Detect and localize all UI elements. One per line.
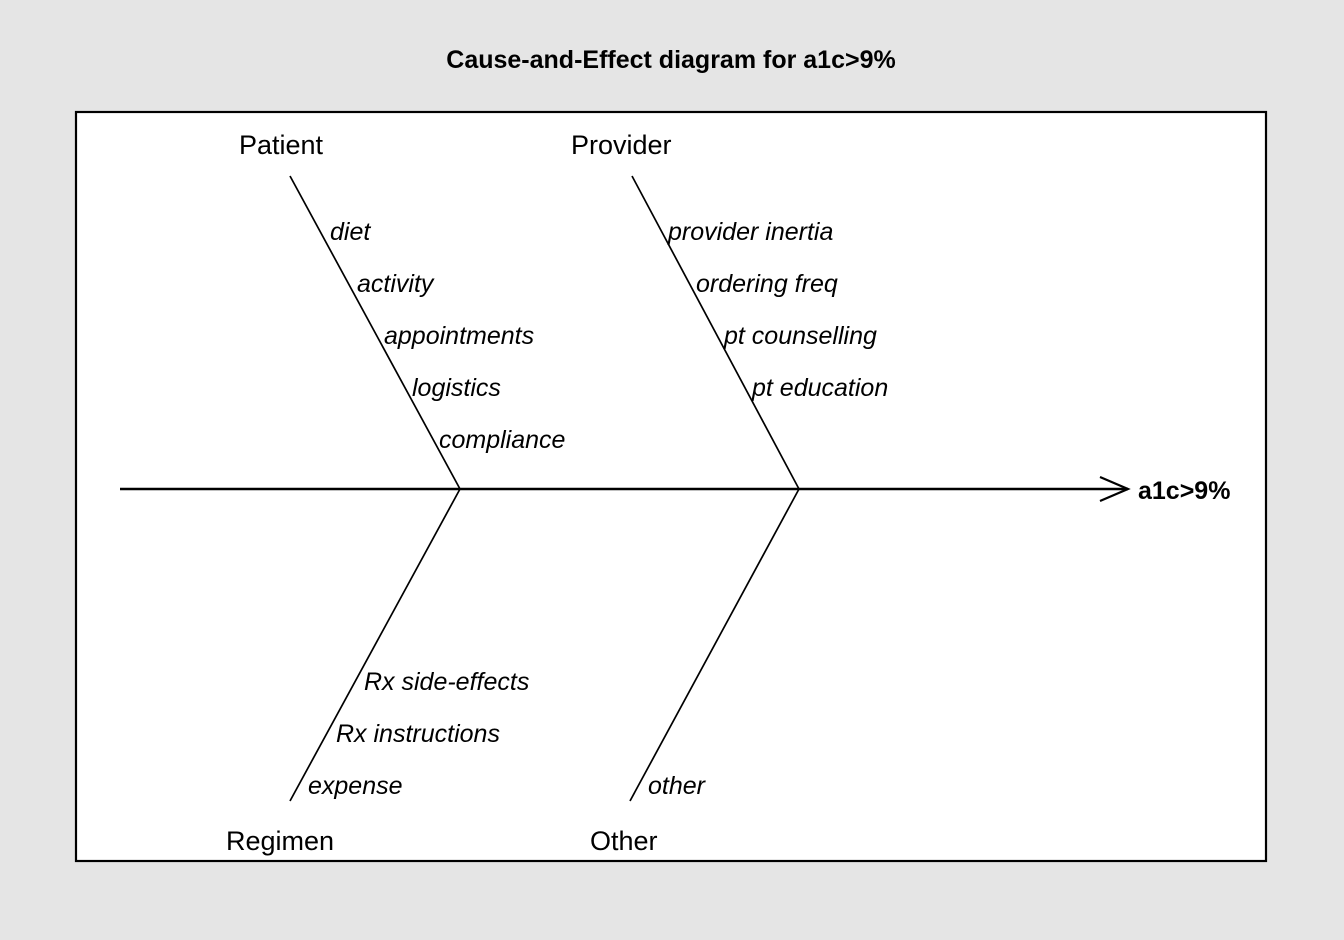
cause-label: other: [648, 772, 707, 800]
category-label-other: Other: [590, 826, 658, 856]
category-label-regimen: Regimen: [226, 826, 334, 856]
effect-label: a1c>9%: [1138, 477, 1230, 505]
cause-label: expense: [308, 772, 403, 800]
category-label-provider: Provider: [571, 130, 672, 160]
cause-label: ordering freq: [696, 270, 838, 298]
category-label-patient: Patient: [239, 130, 324, 160]
cause-label: logistics: [412, 374, 501, 402]
rib-provider: [631, 175, 800, 490]
cause-label: provider inertia: [667, 218, 833, 246]
cause-label: Rx instructions: [336, 720, 500, 748]
spine-arrow-icon: [1099, 475, 1131, 503]
plot-border: [74, 110, 1268, 863]
cause-labels-regimen: Rx side-effects Rx instructions expense: [308, 668, 529, 800]
rib-patient: [289, 175, 461, 490]
cause-label: Rx side-effects: [364, 668, 529, 696]
cause-label: pt counselling: [723, 322, 877, 350]
page-title: Cause-and-Effect diagram for a1c>9%: [446, 46, 895, 74]
plot-background: [76, 112, 1266, 861]
rib-lines: [289, 175, 800, 802]
rib-other: [629, 488, 800, 802]
spine-group: [120, 475, 1131, 503]
cause-label: compliance: [439, 426, 565, 454]
cause-label: activity: [357, 270, 435, 298]
cause-label: diet: [330, 218, 371, 246]
cause-labels-patient: diet activity appointments logistics com…: [330, 218, 565, 454]
cause-labels-provider: provider inertia ordering freq pt counse…: [667, 218, 888, 402]
cause-label: appointments: [384, 322, 534, 350]
category-labels: Patient Provider Regimen Other: [226, 130, 672, 856]
cause-labels-other: other: [648, 772, 707, 800]
cause-label: pt education: [751, 374, 888, 402]
rib-regimen: [289, 488, 461, 802]
